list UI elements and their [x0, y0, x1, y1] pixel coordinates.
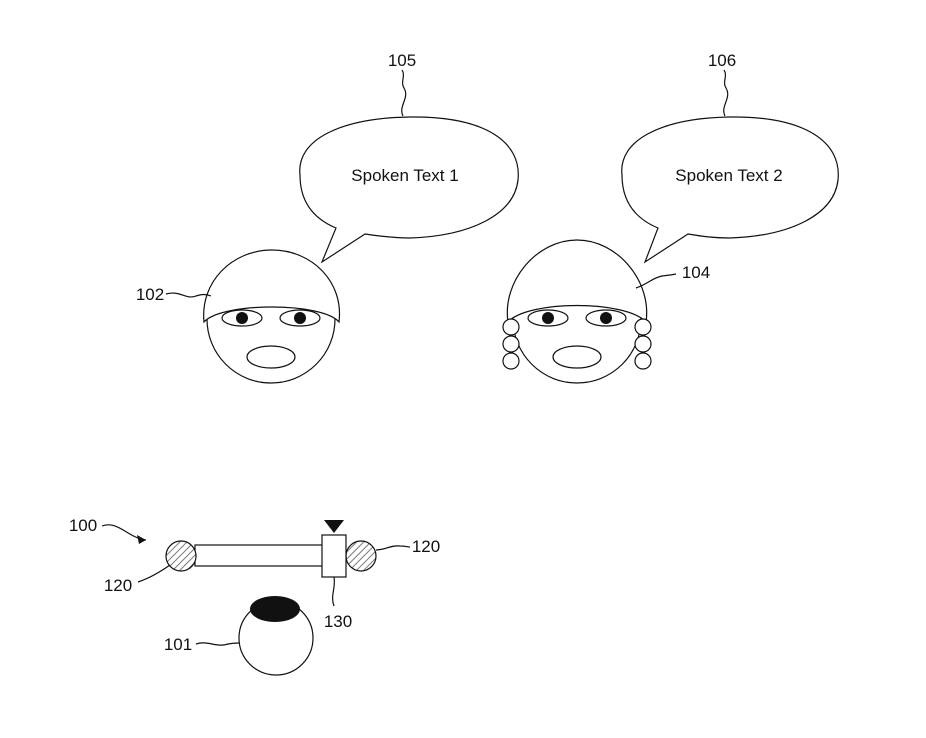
face-left: [203, 249, 341, 384]
ref-label-100: 100: [69, 516, 97, 535]
leader-120-left: [137, 564, 171, 583]
earring-left-bead-1: [502, 318, 520, 336]
speech-bubble-left: Spoken Text 1: [299, 116, 519, 264]
bubble-text-right: Spoken Text 2: [675, 166, 782, 185]
ref-label-101: 101: [164, 635, 192, 654]
face-left-eye-left: [221, 309, 263, 327]
ref-label-106: 106: [708, 51, 736, 70]
earpiece-right: [345, 540, 377, 572]
ref-label-120-left: 120: [104, 576, 132, 595]
leader-104: [635, 273, 677, 289]
earring-right-bead-3: [634, 352, 652, 370]
face-right-pupil-left: [542, 312, 554, 324]
microphone-icon: [324, 520, 344, 533]
earring-right-bead-1: [634, 318, 652, 336]
face-left-pupil-left: [236, 312, 248, 324]
leader-106: [723, 69, 729, 117]
earring-left-bead-3: [502, 352, 520, 370]
device-band: [194, 544, 326, 567]
face-right-pupil-right: [600, 312, 612, 324]
leader-102: [165, 292, 212, 298]
leader-130: [331, 576, 336, 607]
earring-left-bead-2: [502, 335, 520, 353]
user-head: [238, 596, 314, 676]
face-right-eye-left: [527, 309, 569, 327]
face-left-mouth: [246, 345, 296, 369]
earpiece-left: [165, 540, 197, 572]
leader-101: [195, 642, 240, 646]
face-left-pupil-right: [294, 312, 306, 324]
leader-120-right: [375, 545, 411, 551]
ref-label-104: 104: [682, 263, 710, 282]
leader-105: [401, 69, 407, 117]
ref-label-130: 130: [324, 612, 352, 631]
earring-right-bead-2: [634, 335, 652, 353]
face-left-eye-right: [279, 309, 321, 327]
face-right: [502, 239, 652, 384]
user-hair: [250, 596, 300, 622]
ref-label-102: 102: [136, 285, 164, 304]
bubble-text-left: Spoken Text 1: [351, 166, 458, 185]
ref-label-120-right: 120: [412, 537, 440, 556]
ref-label-105: 105: [388, 51, 416, 70]
arrowhead-100: [137, 535, 146, 544]
face-left-hair: [203, 249, 341, 324]
wearable-device: [165, 520, 377, 578]
device-module: [321, 534, 347, 578]
face-right-hair: [506, 239, 648, 324]
speech-bubble-right: Spoken Text 2: [621, 116, 839, 264]
face-right-eye-right: [585, 309, 627, 327]
face-right-mouth: [552, 345, 602, 369]
